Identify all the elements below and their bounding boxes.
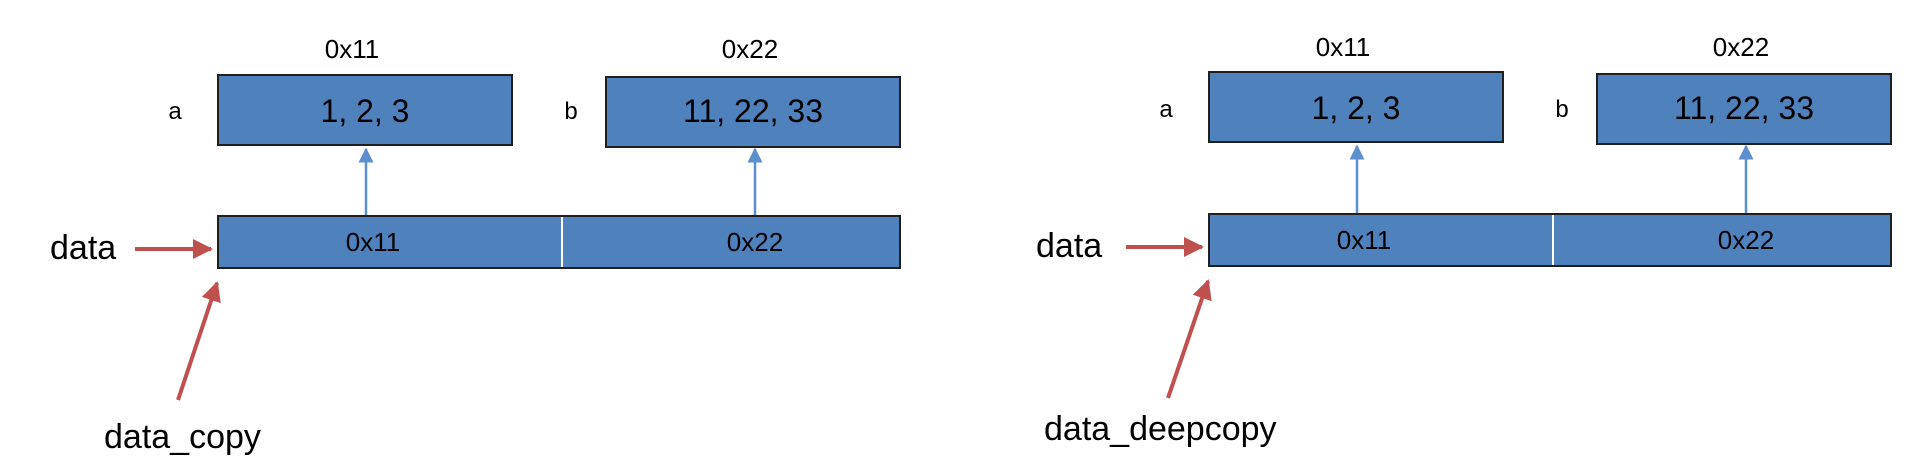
- left-data-cell2: 0x22: [727, 227, 783, 257]
- left-b-address-label: 0x22: [722, 34, 778, 64]
- right-data-list-box: [1208, 213, 1892, 267]
- right-data-cell1: 0x11: [1337, 225, 1391, 255]
- right-data-cell2: 0x22: [1718, 225, 1774, 255]
- right-list-a-values: 1, 2, 3: [1312, 90, 1401, 126]
- left-data-label: data: [50, 229, 116, 267]
- right-panel: 0x11 0x22 a b 1, 2, 3 11, 22, 33 0x11 0x…: [1036, 32, 1892, 448]
- left-copy-pointer-arrow: [176, 281, 221, 401]
- right-b-address-label: 0x22: [1713, 32, 1769, 62]
- left-data-list-box: [217, 215, 901, 269]
- left-copy-label: data_copy: [104, 418, 261, 456]
- right-copy-label: data_deepcopy: [1044, 410, 1277, 448]
- left-a-variable-label: a: [168, 98, 182, 125]
- right-copy-pointer-arrow: [1166, 279, 1212, 399]
- right-b-variable-label: b: [1555, 96, 1568, 123]
- left-list-a-values: 1, 2, 3: [321, 93, 410, 129]
- right-list-b-values: 11, 22, 33: [1674, 90, 1814, 126]
- left-list-b-values: 11, 22, 33: [683, 93, 823, 129]
- right-list-b-box: [1596, 73, 1892, 145]
- left-b-variable-label: b: [564, 98, 577, 125]
- left-panel: 0x11 0x22 a b 1, 2, 3 11, 22, 33 0x11 0x…: [50, 34, 901, 456]
- left-data-cell1: 0x11: [346, 227, 400, 257]
- left-list-a-box: [217, 74, 513, 146]
- left-list-b-box: [605, 76, 901, 148]
- left-a-address-label: 0x11: [325, 34, 379, 64]
- right-list-a-box: [1208, 71, 1504, 143]
- right-a-address-label: 0x11: [1316, 32, 1370, 62]
- right-data-label: data: [1036, 227, 1102, 265]
- right-a-variable-label: a: [1159, 96, 1173, 123]
